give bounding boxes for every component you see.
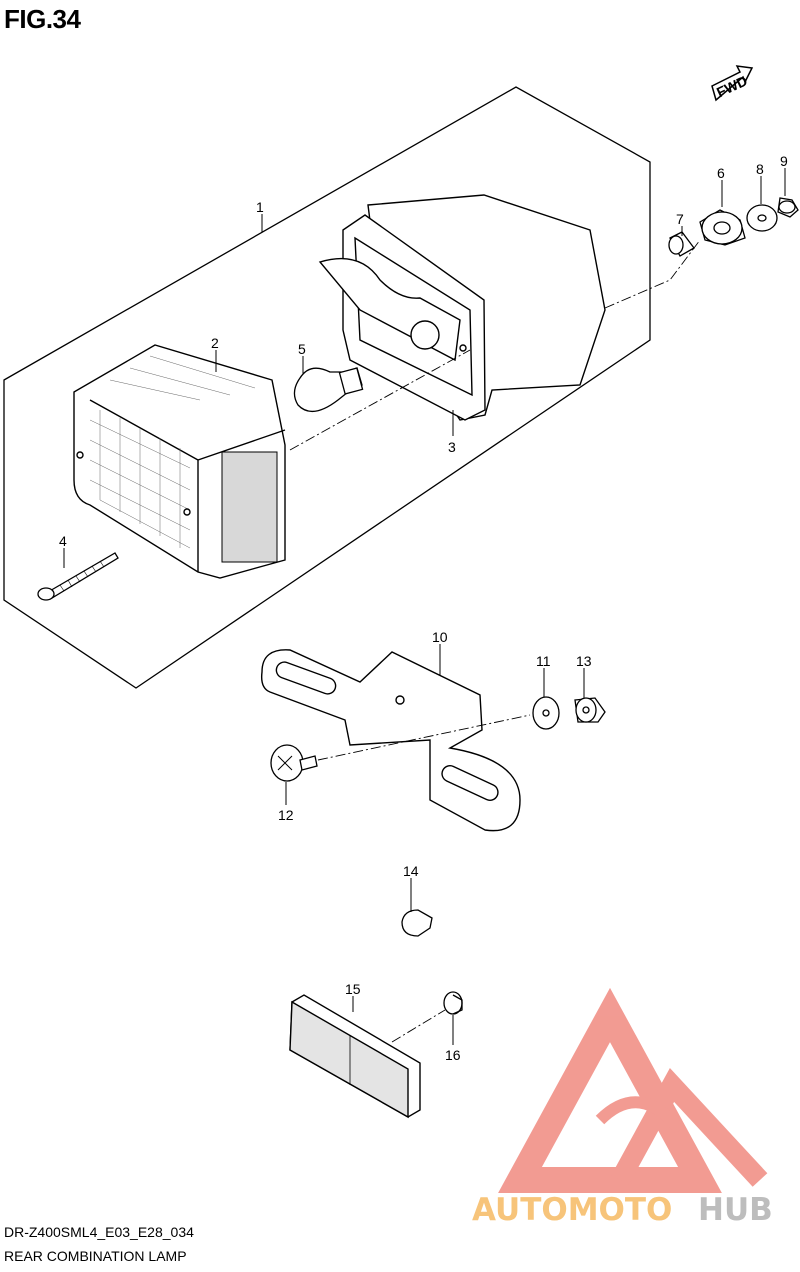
callout-9: 9 xyxy=(780,153,788,169)
callout-4: 4 xyxy=(59,533,67,549)
callout-12-13: 13 xyxy=(576,653,592,669)
callout-1: 1 xyxy=(256,199,264,215)
callout-numbers: 1 2 3 4 5 6 7 8 9 10 11 13 12 14 15 16 xyxy=(59,153,788,1063)
callout-8: 8 xyxy=(756,161,764,177)
diagram-name: REAR COMBINATION LAMP xyxy=(4,1248,187,1264)
bolt-part-12 xyxy=(270,744,318,782)
nut-part-9 xyxy=(777,197,799,218)
collar-part-7 xyxy=(668,231,695,257)
bulb-part-5 xyxy=(293,367,364,412)
housing-part-3 xyxy=(318,194,606,421)
callout-16: 16 xyxy=(445,1047,461,1063)
watermark-text-b: HUB xyxy=(698,1192,773,1228)
leader-lines xyxy=(63,168,786,1045)
bracket-part-10 xyxy=(260,649,521,832)
lens-part-2 xyxy=(73,344,286,579)
callout-7: 7 xyxy=(676,211,684,227)
figure-title: FIG.34 xyxy=(4,4,81,34)
callout-12: 12 xyxy=(278,807,294,823)
nut-part-16 xyxy=(443,991,463,1015)
callout-2: 2 xyxy=(211,335,219,351)
callout-11: 11 xyxy=(536,653,551,669)
diagram-code: DR-Z400SML4_E03_E28_034 xyxy=(4,1224,194,1240)
callout-3: 3 xyxy=(448,439,456,455)
cap-part-14 xyxy=(401,909,433,937)
watermark-text-a: AUTOMOTO xyxy=(472,1192,672,1228)
washer-part-8 xyxy=(746,204,778,232)
callout-6: 6 xyxy=(717,165,725,181)
reflector-part-15 xyxy=(289,994,421,1119)
connection-lines xyxy=(289,239,701,1043)
assembly-outline xyxy=(3,86,651,689)
nut-part-13 xyxy=(574,697,606,723)
callout-15: 15 xyxy=(345,981,361,997)
watermark-wordmark: AUTOMOTO HUB xyxy=(472,1192,773,1228)
washer-part-11 xyxy=(532,696,560,730)
callout-14: 14 xyxy=(403,863,419,879)
watermark-logo xyxy=(498,987,768,1193)
screw-part-4 xyxy=(37,552,119,601)
grommet-part-6 xyxy=(699,209,746,246)
callout-5: 5 xyxy=(298,341,306,357)
forward-arrow-icon: FWD xyxy=(711,65,754,102)
fwd-label: FWD xyxy=(714,72,750,100)
callout-10: 10 xyxy=(432,629,448,645)
